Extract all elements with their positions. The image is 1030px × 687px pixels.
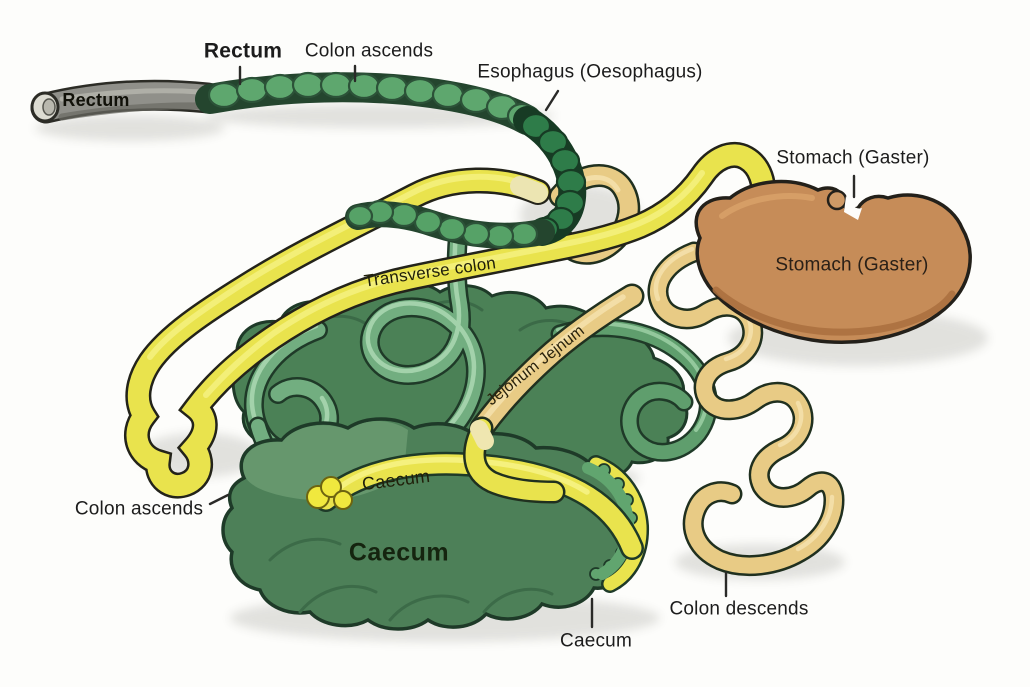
stomach-cardia-nub: [826, 189, 848, 211]
label-rectum-top: Rectum: [203, 39, 283, 63]
stomach-shape: [694, 179, 972, 344]
label-colon-descends: Colon descends: [669, 598, 809, 620]
pointer-esophagus: [544, 89, 560, 112]
jejunum-diagonal-band: [463, 283, 645, 504]
pointer-lines: [208, 64, 856, 629]
transverse-colon-tube: [124, 141, 777, 499]
colon-chain: [195, 71, 587, 249]
rectum-tube-shape: [30, 79, 224, 124]
label-colon-ascends-left: Colon ascends: [74, 498, 204, 520]
esophagus-transition-segment: [510, 176, 548, 203]
label-esophagus: Esophagus (Oesophagus): [477, 61, 703, 83]
label-stomach-inner: Stomach (Gaster): [775, 254, 929, 276]
colon-chain-dark-loop: [520, 112, 587, 242]
caecum-band-curl: [306, 476, 353, 510]
label-caecum-body: Caecum: [348, 538, 450, 567]
label-caecum-pointer: Caecum: [560, 630, 632, 652]
label-colon-ascends-top: Colon ascends: [304, 40, 434, 62]
caecum-yellow-band: [306, 451, 644, 560]
label-stomach-pointer: Stomach (Gaster): [776, 147, 930, 169]
pointer-colon-ascends-left: [208, 493, 230, 506]
label-rectum-tube: Rectum: [62, 90, 130, 110]
